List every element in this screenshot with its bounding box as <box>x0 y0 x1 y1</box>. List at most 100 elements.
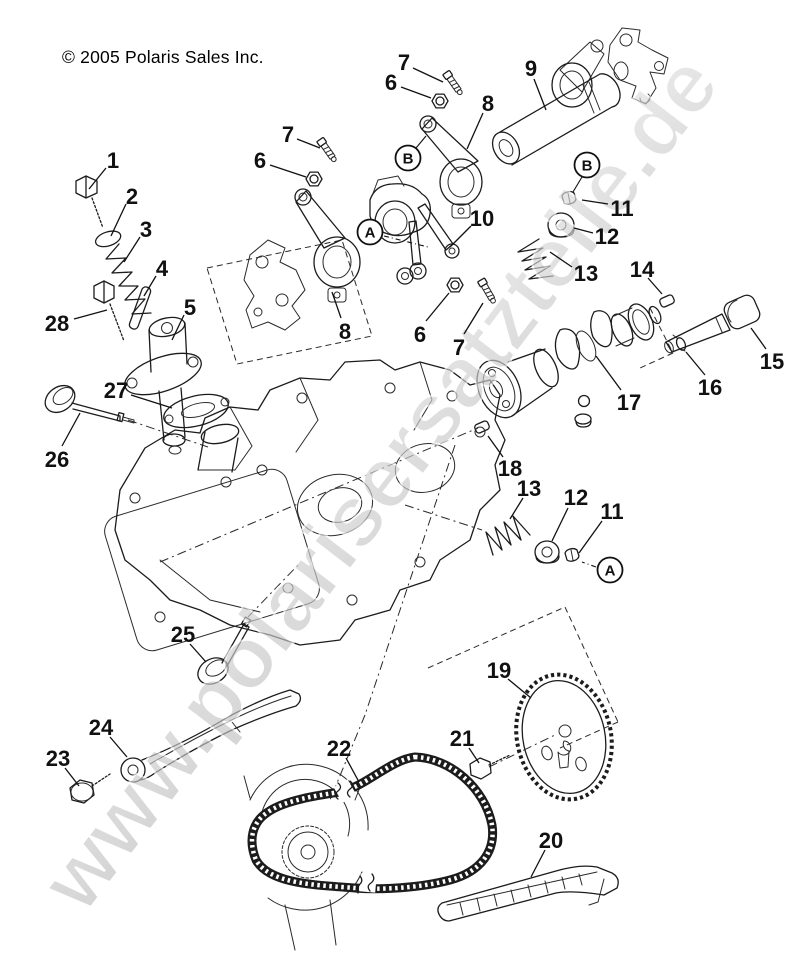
ref-letter-A: A <box>365 224 376 241</box>
part-rocker-arm-8-left <box>295 189 360 302</box>
callout-leader-13 <box>550 252 572 267</box>
part-nut-6b <box>305 171 323 187</box>
callout-leader-14 <box>648 278 662 294</box>
callout-number-26: 26 <box>45 447 69 472</box>
callout-leader-23 <box>65 768 79 786</box>
ref-letter-circle-A <box>598 558 623 583</box>
callout-leader-6 <box>270 165 306 177</box>
part-bolt-21 <box>470 755 510 779</box>
callout-number-25: 25 <box>171 622 195 647</box>
part-mount-bracket <box>244 240 305 330</box>
part-keeper-11a <box>562 192 576 205</box>
part-bolt-28 <box>94 281 124 341</box>
callout-number-7: 7 <box>398 50 410 75</box>
callout-leader-22 <box>346 758 359 782</box>
callout-number-20: 20 <box>539 828 563 853</box>
part-crankcase-fragment <box>244 764 368 950</box>
callout-number-12: 12 <box>564 485 588 510</box>
part-washer-16 <box>673 335 687 352</box>
part-spring-13b <box>486 516 530 555</box>
callout-number-2: 2 <box>126 184 138 209</box>
callout-leader-5 <box>172 315 184 340</box>
alignment-box-sprocket <box>428 607 618 748</box>
callout-number-21: 21 <box>450 726 474 751</box>
callout-leader-7 <box>297 139 320 148</box>
part-keeper-11b <box>565 549 579 562</box>
part-bolt-23 <box>70 774 110 803</box>
chain-break-mark-top <box>336 781 353 799</box>
callout-leader-21 <box>469 748 479 763</box>
callout-leader-4 <box>144 276 156 296</box>
callout-number-4: 4 <box>156 256 169 281</box>
alignment-lines-cam-end <box>640 308 673 368</box>
part-cam-chain-22 <box>252 757 493 893</box>
callout-leader-16 <box>686 352 705 375</box>
callout-leader-25 <box>190 644 206 662</box>
part-ball-and-tappet <box>575 396 591 428</box>
part-camshaft-17 <box>469 300 664 424</box>
callout-leader-19 <box>508 679 531 698</box>
callout-leader-10 <box>450 226 471 247</box>
callout-number-3: 3 <box>140 217 152 242</box>
callout-number-28: 28 <box>45 311 69 336</box>
callout-number-27: 27 <box>104 378 128 403</box>
alignment-box-rockers <box>207 240 372 364</box>
callout-leader-3 <box>124 237 140 262</box>
callout-leader-11 <box>582 200 608 204</box>
part-spring-13a <box>518 239 553 279</box>
callout-number-16: 16 <box>698 375 722 400</box>
callout-number-6: 6 <box>414 322 426 347</box>
ref-letter-leader-A <box>384 236 428 247</box>
part-rocker-arm-8-upper <box>420 116 482 218</box>
ref-letter-B: B <box>582 157 593 174</box>
callout-number-9: 9 <box>525 56 537 81</box>
part-tensioner-5 <box>120 314 207 454</box>
callout-number-6: 6 <box>385 70 397 95</box>
callout-leader-8 <box>467 113 483 149</box>
ref-letter-circle-B <box>396 146 421 171</box>
callout-leader-7 <box>464 303 483 334</box>
callout-number-13: 13 <box>517 476 541 501</box>
part-gasket-27 <box>160 388 231 433</box>
part-bolt-1 <box>76 176 103 228</box>
ref-letter-A: A <box>605 562 616 579</box>
callout-leader-15 <box>751 328 766 349</box>
callout-number-11: 11 <box>610 196 633 221</box>
callout-number-7: 7 <box>453 335 465 360</box>
callout-leader-17 <box>596 356 621 390</box>
callout-leader-12 <box>574 228 593 233</box>
callout-number-22: 22 <box>327 736 351 761</box>
callout-leader-13 <box>510 498 523 519</box>
callout-leader-26 <box>62 413 80 446</box>
part-tensioner-blade-24 <box>121 690 300 782</box>
part-adjuster-7b <box>316 136 340 165</box>
part-cam-bracket <box>608 28 668 104</box>
callout-number-23: 23 <box>46 746 70 771</box>
part-nut-6c <box>446 277 464 293</box>
part-adjuster-7a <box>442 69 466 98</box>
callout-number-19: 19 <box>487 658 511 683</box>
callout-leader-6 <box>401 87 431 98</box>
part-nut-6a <box>431 93 449 109</box>
callout-number-18: 18 <box>498 456 522 481</box>
watermark-text: www.polarisersatzteile.de <box>22 40 735 928</box>
part-valve-25 <box>193 563 300 689</box>
callout-leader-8 <box>332 292 341 318</box>
part-chain-guide-20 <box>438 866 618 921</box>
callout-leader-28 <box>74 310 107 319</box>
callout-number-14: 14 <box>630 257 655 282</box>
callout-leader-27 <box>131 395 172 408</box>
callout-number-10: 10 <box>470 206 494 231</box>
callout-number-12: 12 <box>595 224 619 249</box>
callout-number-7: 7 <box>282 122 294 147</box>
part-shaft-15 <box>663 293 762 354</box>
part-washer-2 <box>96 231 121 247</box>
ref-letter-leader-A <box>582 562 596 567</box>
ref-letter-leader-B <box>416 136 426 148</box>
callout-leader-11 <box>579 521 602 553</box>
callout-leader-18 <box>488 436 503 457</box>
part-retainer-12a <box>548 213 574 237</box>
ref-letter-leader-B <box>573 177 582 192</box>
